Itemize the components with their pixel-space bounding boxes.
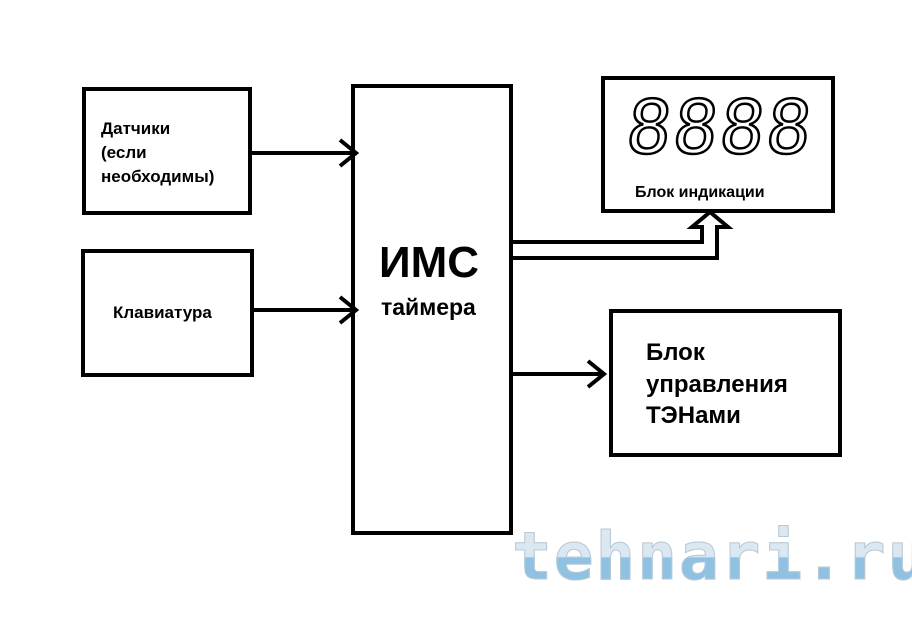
sensors-label-1: Датчики <box>101 119 171 138</box>
heater-control-block: Блок управления ТЭНами <box>609 309 842 457</box>
keyboard-block: Клавиатура <box>81 249 254 377</box>
heater-arrowhead <box>586 359 608 389</box>
timer-ic-block: ИМС таймера <box>351 84 513 535</box>
sensors-arrowhead <box>338 138 360 168</box>
seven-segment-display: 8888 <box>621 84 819 173</box>
indication-bus-arrow <box>509 209 734 260</box>
heater-label-3: ТЭНами <box>646 402 741 429</box>
timer-ic-title: ИМС <box>379 238 480 287</box>
sensors-block: Датчики (если необходимы) <box>82 87 252 215</box>
heater-label-1: Блок <box>646 339 705 366</box>
sensors-label-3: необходимы) <box>101 167 215 186</box>
sensors-label-2: (если <box>101 143 147 162</box>
watermark-logo: tehnari.ru <box>511 518 912 596</box>
timer-ic-subtitle: таймера <box>381 294 476 320</box>
keyboard-arrowhead <box>338 295 360 325</box>
indication-label: Блок индикации <box>635 184 765 201</box>
heater-label-2: управления <box>646 371 788 398</box>
keyboard-label: Клавиатура <box>113 303 212 322</box>
indication-block: 8888 Блок индикации <box>601 76 835 213</box>
